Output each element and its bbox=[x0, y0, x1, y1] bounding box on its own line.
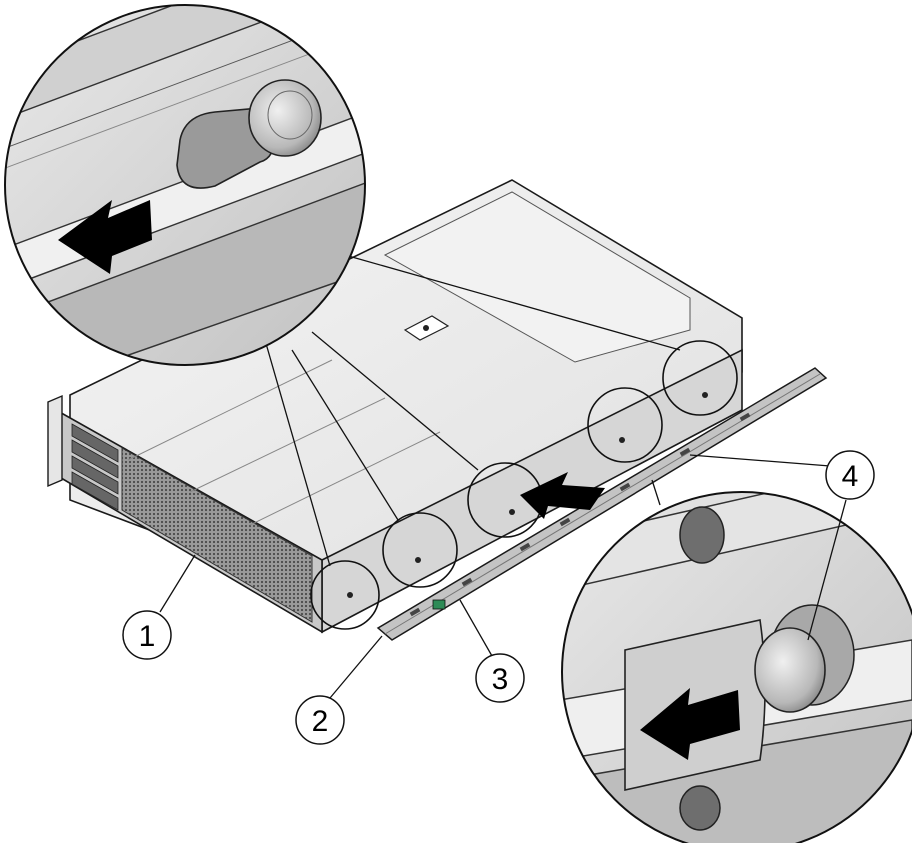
callout-4-label: 4 bbox=[842, 460, 859, 493]
callout-1-label: 1 bbox=[139, 620, 156, 653]
standoff-knob bbox=[248, 79, 322, 157]
slide-rail bbox=[376, 367, 828, 641]
rail-slots bbox=[409, 412, 751, 617]
top-cover-latch bbox=[403, 315, 450, 341]
slide-direction-arrow-detail bbox=[640, 688, 740, 760]
callout-4: 4 bbox=[825, 450, 875, 500]
side-mounting-holes bbox=[347, 392, 708, 598]
callout-2-label: 2 bbox=[312, 705, 329, 738]
leader-1 bbox=[159, 554, 196, 613]
callout-1: 1 bbox=[122, 610, 172, 660]
install-direction-arrow bbox=[520, 472, 605, 519]
callout-2: 2 bbox=[295, 695, 345, 745]
slide-direction-arrow bbox=[58, 200, 152, 274]
callout-3-label: 3 bbox=[492, 663, 509, 696]
front-grille bbox=[121, 447, 313, 623]
standoff-knob-engaged bbox=[754, 627, 826, 713]
drive-bays bbox=[71, 423, 119, 511]
leader-4b bbox=[807, 499, 847, 641]
leader-2 bbox=[329, 635, 383, 699]
top-cover-panel bbox=[383, 191, 691, 363]
leader-3 bbox=[459, 599, 493, 657]
callout-leaders bbox=[159, 454, 847, 699]
magnifier-leader-lines bbox=[264, 254, 681, 567]
leader-4a bbox=[689, 454, 831, 467]
rail-release-tab bbox=[432, 599, 446, 610]
callout-3: 3 bbox=[475, 653, 525, 703]
top-panel-seams bbox=[127, 359, 441, 526]
front-ear bbox=[47, 394, 63, 488]
magnifier-bottom-right bbox=[561, 491, 912, 843]
magnifier-top-left bbox=[4, 4, 366, 366]
